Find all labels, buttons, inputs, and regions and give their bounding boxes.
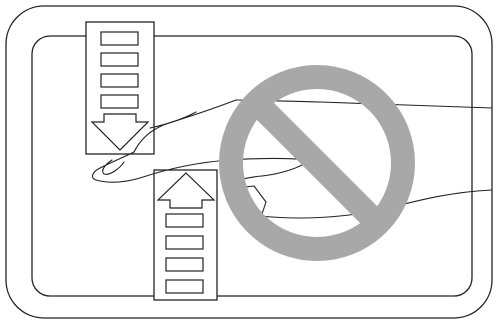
prohibition-symbol (219, 65, 415, 261)
left-conveyor-segment (100, 94, 139, 109)
right-conveyor-segment (165, 279, 204, 294)
left-conveyor-segment (100, 52, 139, 67)
outer-frame (5, 5, 493, 319)
inner-frame (31, 35, 473, 297)
finger-nail (102, 159, 125, 175)
up-arrow-icon (156, 172, 216, 209)
right-conveyor-segment (165, 235, 204, 250)
down-arrow-icon (90, 113, 150, 151)
right-conveyor-segment (165, 213, 204, 228)
right-conveyor (153, 169, 218, 301)
left-conveyor (85, 21, 155, 155)
right-conveyor-segment (165, 257, 204, 272)
finger-lower-edge (95, 157, 311, 183)
left-conveyor-segment (100, 73, 139, 88)
knuckle-crease (149, 111, 197, 129)
left-conveyor-segment (100, 31, 139, 46)
prohibition-ring (219, 65, 415, 261)
prohibition-slash (247, 93, 387, 233)
finger-upper-edge (91, 151, 135, 181)
